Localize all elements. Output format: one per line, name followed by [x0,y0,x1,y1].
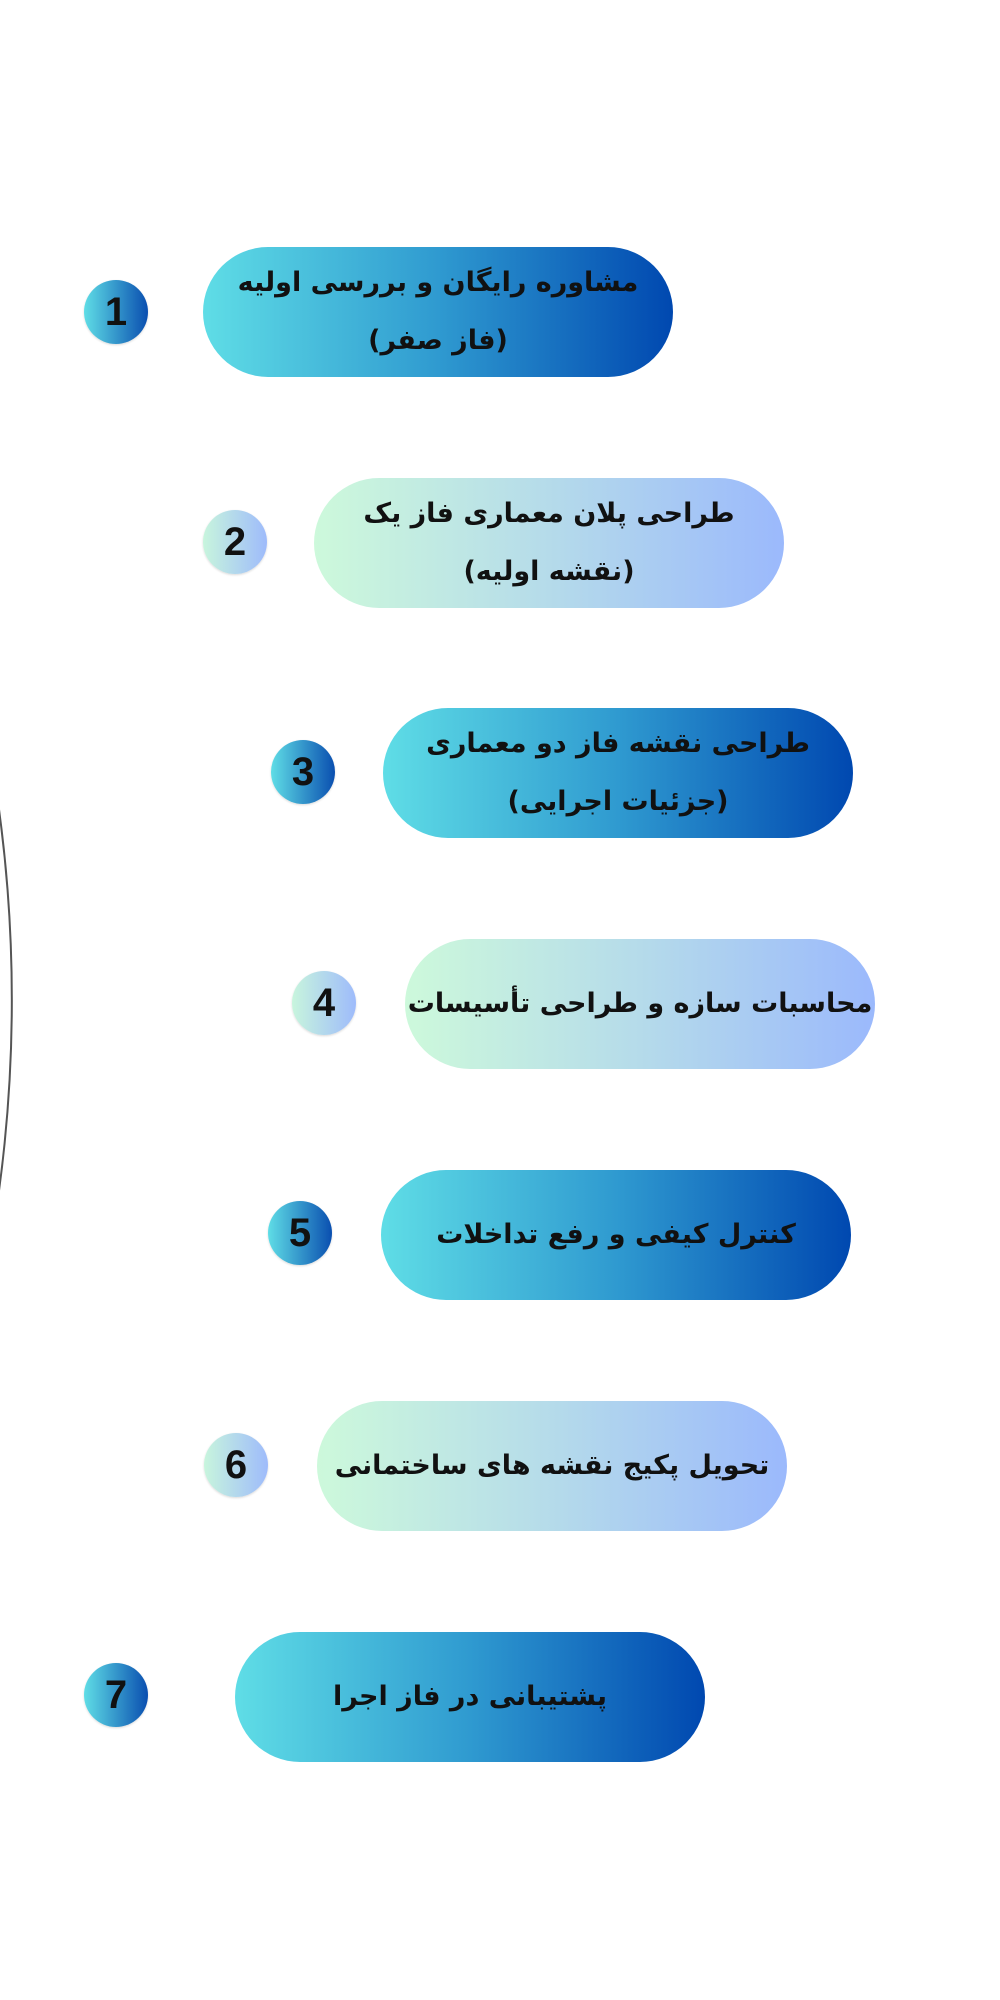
step-1-number-badge: 1 [84,280,148,344]
step-4-number-badge: 4 [292,971,356,1035]
step-2-number: 2 [223,519,247,564]
step-1-card: مشاوره رایگان و بررسی اولیه (فاز صفر) [203,247,673,377]
step-3-card: طراحی نقشه فاز دو معماری (جزئیات اجرایی) [383,708,853,838]
step-2-title: طراحی پلان معماری فاز یک [363,498,735,529]
step-7-number-badge: 7 [84,1663,148,1727]
step-2-card: طراحی پلان معماری فاز یک (نقشه اولیه) [314,478,784,608]
step-1-subtitle: (فاز صفر) [368,325,508,356]
step-3-number-badge: 3 [271,740,335,804]
step-2-subtitle: (نقشه اولیه) [463,556,635,587]
step-3-title: طراحی نقشه فاز دو معماری [426,728,810,759]
step-5-card: کنترل کیفی و رفع تداخلات [381,1170,851,1300]
step-3-number: 3 [291,749,315,794]
step-7-number: 7 [104,1672,128,1717]
step-5-title: کنترل کیفی و رفع تداخلات [436,1219,796,1250]
step-1-title: مشاوره رایگان و بررسی اولیه [237,267,639,298]
step-4-number: 4 [312,980,336,1025]
step-7-card: پشتیبانی در فاز اجرا [235,1632,705,1762]
step-4-card: محاسبات سازه و طراحی تأسیسات [405,939,875,1069]
step-7-title: پشتیبانی در فاز اجرا [333,1681,607,1712]
step-6-title: تحویل پکیج نقشه های ساختمانی [334,1450,770,1481]
step-4-title: محاسبات سازه و طراحی تأسیسات [407,988,873,1019]
step-1-number: 1 [104,289,128,334]
step-6-number-badge: 6 [204,1433,268,1497]
step-2-number-badge: 2 [203,510,267,574]
step-5-number: 5 [288,1210,312,1255]
step-6-number: 6 [224,1442,248,1487]
step-3-subtitle: (جزئیات اجرایی) [507,786,729,817]
step-6-card: تحویل پکیج نقشه های ساختمانی [317,1401,787,1531]
step-5-number-badge: 5 [268,1201,332,1265]
